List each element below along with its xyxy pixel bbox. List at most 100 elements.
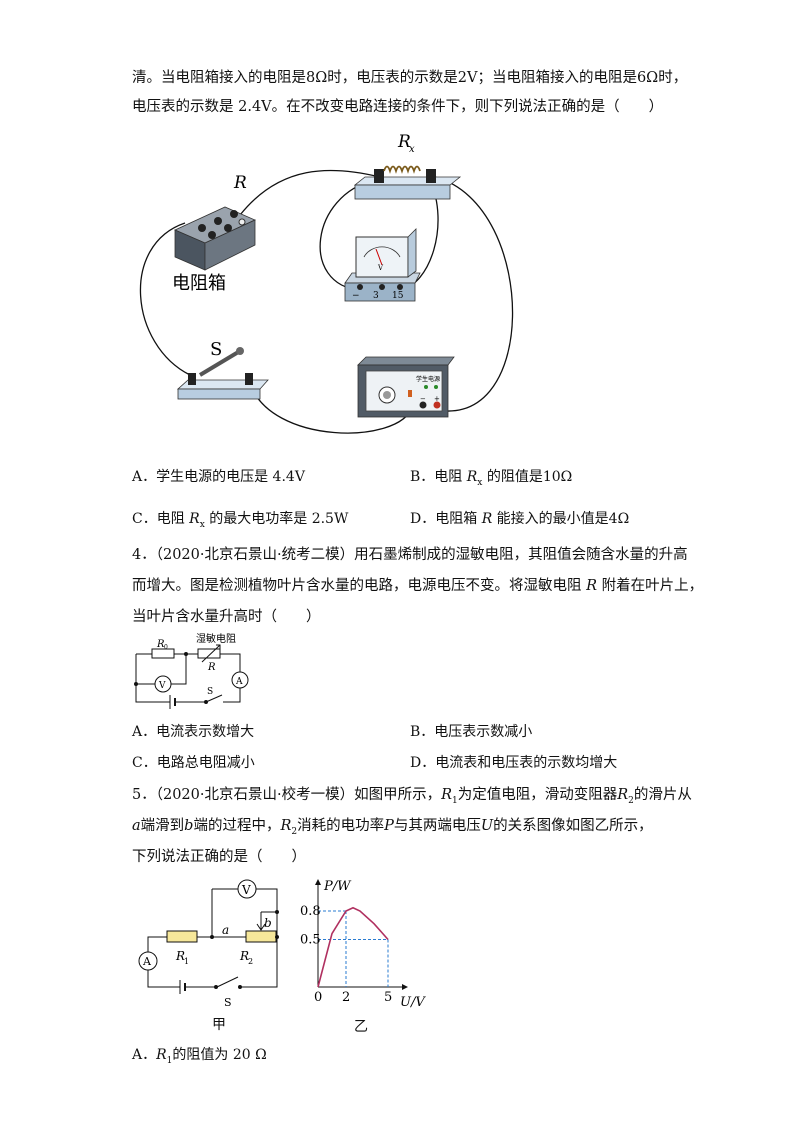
q3-option-c[interactable]: C．电阻 Rx 的最大电功率是 2.5W	[132, 509, 348, 535]
q4-humid-label: 湿敏电阻	[196, 632, 236, 645]
q3-stem-line1: 清。当电阻箱接入的电阻是8Ω时，电压表的示数是2V；当电阻箱接入的电阻是6Ω时，	[132, 70, 688, 86]
q5-l2-r2-sub: 2	[291, 826, 298, 837]
q4-option-d[interactable]: D．电流表和电压表的示数均增大	[410, 755, 618, 771]
box-label: 电阻箱	[172, 273, 226, 294]
q3-b-pre: B．电阻	[410, 469, 467, 485]
q5-ammeter-label: A	[142, 955, 152, 968]
y-axis-label: P/W	[323, 879, 352, 894]
voltmeter-device: V − 3 15	[344, 228, 421, 302]
x-tick-label: 5	[384, 990, 392, 1005]
q4-ammeter-label: A	[235, 677, 243, 687]
q5-l2-mid2: 端的过程中，	[193, 818, 281, 834]
q5-a-label: a	[222, 923, 229, 937]
q5-l2-p: P	[384, 818, 394, 834]
q4-option-b[interactable]: B．电压表示数减小	[410, 724, 533, 740]
q5-l1-r1: R	[441, 787, 453, 803]
q4-voltmeter-label: V	[158, 681, 166, 691]
q5-l2-mid3: 消耗的电功率	[297, 818, 385, 834]
box-R-label: R	[233, 173, 247, 193]
y-tick-label: 0.5	[300, 933, 321, 948]
q5-r1-label: R	[175, 949, 185, 963]
rx-label: R	[397, 132, 411, 152]
q3-stem-line2: 电压表的示数是 2.4V。在不改变电路连接的条件下，则下列说法正确的是（ ）	[132, 99, 664, 115]
supply-minus: −	[420, 395, 426, 403]
q5-a-sub: 1	[166, 1055, 173, 1066]
q5-a-pre: A．	[132, 1047, 157, 1063]
q5-circuit-jia: V A a b R 1 R 2 S	[138, 879, 279, 1009]
q3-d-post: 能接入的最小值是4Ω	[492, 511, 630, 527]
q3-option-a[interactable]: A．学生电源的电压是 4.4V	[132, 469, 305, 485]
q3-b-var: R	[466, 469, 478, 485]
q5-l1-r1-sub: 1	[452, 795, 458, 806]
q4-stem-line3: 当叶片含水量升高时（ ）	[132, 609, 321, 625]
power-supply: 学生电源 − +	[357, 356, 455, 418]
q5-r2-label: R	[239, 949, 249, 963]
q3-b-post: 的阻值是10Ω	[482, 469, 573, 485]
q5-l2-post: 的关系图像如图乙所示，	[493, 818, 653, 834]
meter-3: 3	[373, 291, 379, 301]
q5-caption-jia: 甲	[212, 1017, 226, 1033]
x-tick-label: 0	[314, 990, 322, 1005]
q5-l2-r2: R	[280, 818, 292, 834]
supply-plus: +	[434, 395, 440, 403]
q5-stem-line1: 5．（2020·北京石景山·校考一模）如图甲所示，R1为定值电阻，滑动变阻器R2…	[132, 785, 692, 811]
q4-circuit-figure: R 0 湿敏电阻 R V A S	[134, 632, 249, 709]
q5-option-a[interactable]: A．R1的阻值为 20 Ω	[132, 1045, 267, 1071]
q5-l1-pre: 5．（2020·北京石景山·校考一模）如图甲所示，	[132, 787, 442, 803]
q4-l2-pre: 而增大。图是检测植物叶片含水量的电路，电源电压不变。将湿敏电阻	[132, 578, 587, 594]
q5-l2-a: a	[132, 818, 141, 834]
q3-d-var: R	[481, 511, 493, 527]
x-axis-label: U/V	[400, 995, 426, 1010]
wire-box-to-switch	[139, 222, 191, 376]
meter-minus: −	[352, 291, 360, 301]
switch-S-label: S	[210, 339, 222, 360]
wire-rx-to-supply-plus	[424, 176, 514, 412]
q5-l2-u: U	[480, 818, 494, 834]
q4-l2-var: R	[586, 578, 598, 594]
q5-voltmeter-label: V	[241, 883, 251, 897]
resistance-box: R 电阻箱	[172, 173, 256, 294]
pu-curve	[317, 906, 389, 988]
wire-rx-to-meter-minus	[319, 179, 376, 291]
wire-switch-to-supply-minus	[249, 382, 413, 434]
q5-b-label: b	[264, 916, 272, 930]
q4-stem-line1: 4．（2020·北京石景山·统考二模）用石墨烯制成的湿敏电阻，其阻值会随含水量的…	[132, 547, 688, 563]
q4-option-a[interactable]: A．电流表示数增大	[132, 724, 255, 740]
wire-box-to-rx	[239, 169, 381, 216]
q4-l2-post: 附着在叶片上，	[597, 578, 704, 594]
q3-c-var: R	[189, 511, 200, 527]
q4-r0-sub: 0	[164, 644, 168, 651]
q3-c-pre: C．电阻	[132, 511, 190, 527]
q5-l1-mid: 为定值电阻，滑动变阻器	[457, 787, 618, 803]
rx-label-sub: x	[409, 144, 415, 155]
q5-l1-post: 的滑片从	[633, 787, 692, 803]
q5-l2-b: b	[184, 818, 194, 834]
q4-stem-line2: 而增大。图是检测植物叶片含水量的电路，电源电压不变。将湿敏电阻 R 附着在叶片上…	[132, 576, 703, 596]
q3-option-b[interactable]: B．电阻 Rx 的阻值是10Ω	[410, 467, 572, 493]
q5-a-var: R	[156, 1047, 167, 1063]
q5-pu-graph: P/W U/V 0 2 5 0.5 0.8	[300, 879, 426, 1010]
q4-option-c[interactable]: C．电路总电阻减小	[132, 755, 255, 771]
q3-circuit-figure: R x R 电阻箱 V − 3 15	[139, 132, 514, 434]
rx-resistor: R x	[353, 132, 462, 200]
q5-r2-sub: 2	[248, 957, 253, 966]
supply-title: 学生电源	[416, 375, 440, 383]
y-tick-label: 0.8	[300, 904, 321, 919]
q4-switch-label: S	[207, 687, 213, 697]
q5-a-post: 的阻值为 20 Ω	[172, 1047, 267, 1063]
q5-r1-sub: 1	[184, 957, 189, 966]
q3-d-pre: D．电阻箱	[410, 511, 482, 527]
switch-device: S	[176, 339, 269, 400]
q3-b-sub: x	[477, 477, 483, 488]
voltmeter-V-label: V	[377, 264, 384, 272]
q5-l2-mid1: 端滑到	[140, 818, 185, 834]
q5-l2-mid4: 与其两端电压	[393, 818, 481, 834]
q4-r0-label: R	[156, 639, 165, 650]
meter-15: 15	[392, 291, 404, 301]
q5-switch-label: S	[224, 996, 232, 1009]
q5-stem-line2: a端滑到b端的过程中，R2消耗的电功率P与其两端电压U的关系图像如图乙所示，	[132, 816, 653, 842]
q5-stem-line3: 下列说法正确的是（ ）	[132, 849, 306, 865]
x-tick-label: 2	[342, 990, 350, 1005]
q4-r-label: R	[207, 662, 216, 673]
q3-option-d[interactable]: D．电阻箱 R 能接入的最小值是4Ω	[410, 509, 629, 529]
